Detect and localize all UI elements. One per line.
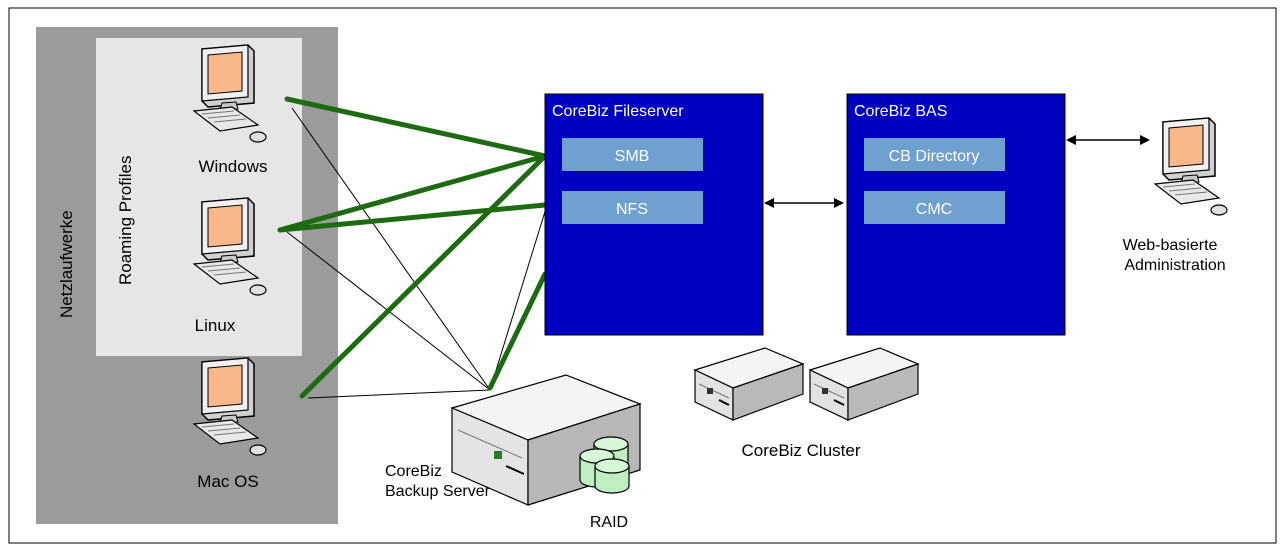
nfs-service-label: NFS: [616, 201, 648, 218]
netzlaufwerke-label: Netzlaufwerke: [57, 210, 76, 318]
raid-label: RAID: [590, 514, 628, 531]
roaming-profiles-panel: [96, 38, 302, 356]
windows-label: Windows: [199, 157, 268, 176]
bas-title: CoreBiz BAS: [854, 103, 947, 120]
cmc-service-box: [864, 191, 1005, 224]
roaming-profiles-label: Roaming Profiles: [116, 156, 135, 285]
web-admin-label-line1: Web-basierte: [1123, 237, 1218, 254]
web-admin-label-line2: Administration: [1124, 257, 1225, 274]
cb-directory-service-label: CB Directory: [889, 148, 980, 165]
nfs-service-box: [562, 191, 703, 224]
fileserver-links: [277, 96, 548, 399]
linux-label: Linux: [195, 316, 236, 335]
backup-server-label-line2: Backup Server: [385, 483, 491, 500]
fileserver-title: CoreBiz Fileserver: [552, 103, 684, 120]
smb-service-box: [562, 138, 703, 171]
smb-service-label: SMB: [615, 148, 650, 165]
cluster-label: CoreBiz Cluster: [741, 441, 860, 460]
mac-os-label: Mac OS: [197, 472, 258, 491]
raid-disks-icon: [579, 436, 630, 494]
cmc-service-label: CMC: [916, 201, 952, 218]
cb-directory-service-box: [864, 138, 1005, 171]
backup-server-label-line1: CoreBiz: [385, 463, 442, 480]
